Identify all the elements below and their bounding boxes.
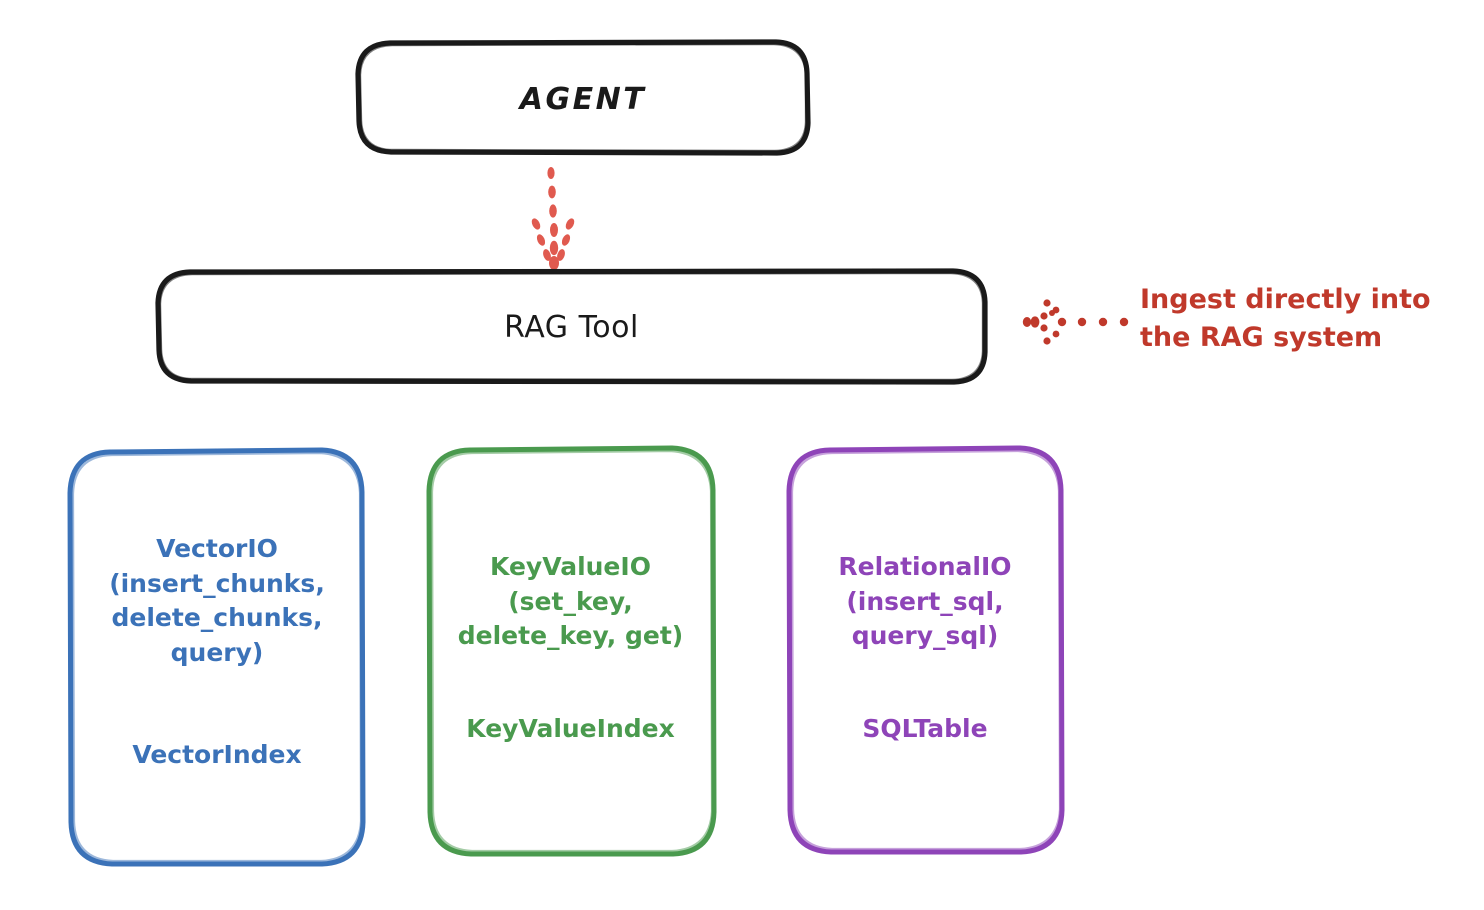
rag-tool-box-outline [155, 268, 988, 385]
card-vectorio[interactable] [67, 447, 366, 867]
ingest-annotation-label: Ingest directly into the RAG system [1140, 284, 1431, 354]
relationalio-card-outline-sketch [790, 449, 1062, 851]
ingest-annotation-arrow-icon [1022, 299, 1129, 345]
agent-node[interactable] [355, 39, 811, 156]
card-keyvalueio[interactable] [426, 445, 717, 857]
rag-tool-box-outline-sketch [158, 271, 985, 382]
keyvalueio-card-outline-sketch [430, 449, 714, 853]
card-relationalio[interactable] [786, 445, 1065, 855]
keyvalueio-card-outline [426, 445, 717, 857]
relationalio-card-outline [786, 445, 1065, 855]
vectorio-card-outline [67, 447, 366, 867]
agent-to-rag-arrow-icon [531, 167, 575, 270]
vectorio-card-outline-sketch [71, 451, 363, 863]
agent-box-outline [355, 39, 811, 156]
agent-box-outline-sketch [358, 42, 808, 153]
rag-tool-node[interactable] [155, 268, 988, 385]
